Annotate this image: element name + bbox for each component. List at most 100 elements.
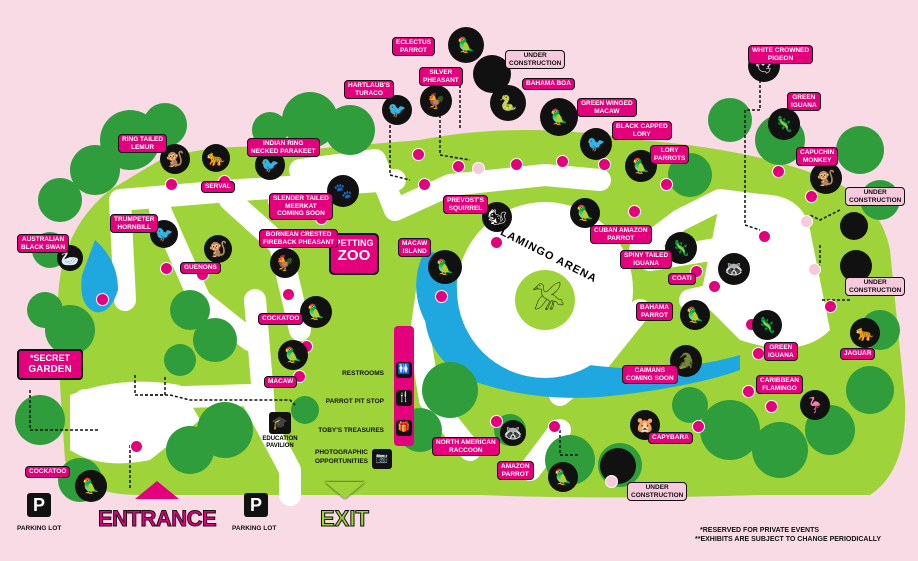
iguana-icon[interactable]: 🦎 (768, 108, 800, 140)
exhibit-marker-dot[interactable] (165, 178, 178, 191)
exhibit-marker-dot[interactable] (452, 160, 465, 173)
exhibit-marker-dot[interactable] (472, 162, 485, 175)
exhibit-marker-dot[interactable] (805, 190, 818, 203)
exhibit-label-silver-pheasant[interactable]: SILVER PHEASANT (419, 67, 463, 86)
exhibit-marker-dot[interactable] (96, 293, 109, 306)
exhibit-label-green-winged-macaw[interactable]: GREEN WINGED MACAW (577, 98, 637, 117)
exhibit-label-bornean-crested-fireback-pheasant[interactable]: BORNEAN CRESTED FIREBACK PHEASANT (259, 229, 339, 248)
exhibit-marker-dot[interactable] (824, 300, 837, 313)
exhibit-marker-dot[interactable] (435, 290, 448, 303)
coati-icon[interactable]: 🦝 (718, 253, 750, 285)
exhibit-label-macaw[interactable]: MACAW (264, 376, 298, 388)
parrot-icon[interactable]: 🦜 (548, 462, 578, 492)
exhibit-marker-dot[interactable] (490, 236, 503, 249)
exhibit-label-jaguar[interactable]: JAGUAR (840, 348, 876, 360)
exhibit-marker-dot[interactable] (758, 230, 771, 243)
pheasant-icon[interactable]: 🐓 (270, 248, 300, 278)
exhibit-label-indian-ring-necked-parakeet[interactable]: INDIAN RING NECKED PARAKEET (247, 138, 320, 157)
cockatoo-icon[interactable]: 🦜 (75, 470, 107, 502)
exhibit-label-under-construction[interactable]: UNDER CONSTRUCTION (845, 187, 906, 206)
exhibit-marker-dot[interactable] (605, 475, 618, 488)
parrot-icon[interactable]: 🦜 (448, 27, 484, 63)
exhibit-label-trumpeter-hornbill[interactable]: TRUMPETER HORNBILL (110, 214, 159, 233)
exhibit-label-capybara[interactable]: CAPYBARA (648, 432, 693, 444)
exhibit-label-slender-tailed-meerkat-coming-soon[interactable]: SLENDER TAILED MEERKAT COMING SOON (269, 193, 333, 220)
exhibit-label-hartlaub-s-turaco[interactable]: HARTLAUB'S TURACO (344, 80, 394, 99)
exhibit-marker-dot[interactable] (548, 420, 561, 433)
exhibit-label-under-construction[interactable]: UNDER CONSTRUCTION (627, 482, 688, 501)
construction-icon[interactable] (840, 212, 868, 240)
monkey-icon[interactable]: 🐒 (810, 162, 842, 194)
exhibit-marker-dot[interactable] (708, 280, 721, 293)
lory-icon[interactable]: 🐦 (580, 128, 612, 160)
exhibit-label-green-iguana[interactable]: GREEN IGUANA (787, 92, 821, 111)
exhibit-marker-dot[interactable] (660, 178, 673, 191)
jaguar-icon[interactable]: 🐆 (850, 318, 880, 348)
exhibit-label-north-american-raccoon[interactable]: NORTH AMERICAN RACCOON (432, 437, 500, 456)
exhibit-label-cockatoo[interactable]: COCKATOO (25, 466, 71, 478)
iguana-icon[interactable]: 🦎 (752, 310, 782, 340)
cockatoo-icon[interactable]: 🦜 (300, 296, 332, 328)
exhibit-label-caribbean-flamingo[interactable]: CARIBBEAN FLAMINGO (756, 375, 803, 394)
exhibit-label-macaw-island[interactable]: MACAW ISLAND (398, 238, 432, 257)
lemur-icon[interactable]: 🐒 (160, 144, 190, 174)
exhibit-marker-dot[interactable] (282, 288, 295, 301)
exhibit-label-cockatoo[interactable]: COCKATOO (258, 313, 304, 325)
entrance-label[interactable]: ENTRANCE (97, 506, 217, 532)
exhibit-label-guenons[interactable]: GUENONS (180, 262, 221, 274)
exhibit-marker-dot[interactable] (692, 420, 705, 433)
exhibit-label-under-construction[interactable]: UNDER CONSTRUCTION (505, 50, 566, 69)
exhibit-label-serval[interactable]: SERVAL (201, 181, 235, 193)
swan-pond (81, 240, 118, 313)
exhibit-marker-dot[interactable] (130, 440, 143, 453)
education-pavilion[interactable]: 🎓 EDUCATION PAVILION (262, 412, 298, 452)
exhibit-label-green-iguana[interactable]: GREEN IGUANA (764, 342, 798, 361)
exhibit-marker-dot[interactable] (510, 158, 523, 171)
exhibit-label-white-crowned-pigeon[interactable]: WHITE CROWNED PIGEON (748, 45, 814, 64)
snake-icon[interactable]: 🐍 (490, 85, 526, 121)
macaw-icon[interactable]: 🦜 (540, 98, 578, 136)
macaw-icon[interactable]: 🦜 (428, 250, 462, 284)
construction-icon[interactable] (840, 250, 872, 282)
exhibit-label-eclectus-parrot[interactable]: ECLECTUS PARROT (392, 37, 436, 56)
exhibit-label-spiny-tailed-iguana[interactable]: SPINY TAILED IGUANA (620, 250, 673, 269)
exhibit-marker-dot[interactable] (598, 158, 611, 171)
exhibit-label-amazon-parrot[interactable]: AMAZON PARROT (497, 461, 534, 480)
exhibit-marker-dot[interactable] (490, 415, 503, 428)
squirrel-icon[interactable]: 🐿 (482, 202, 512, 232)
note-exhibits-change: **EXHIBITS ARE SUBJECT TO CHANGE PERIODI… (695, 536, 882, 543)
exhibit-marker-dot[interactable] (628, 205, 641, 218)
turaco-icon[interactable]: 🐦 (382, 95, 412, 125)
exhibit-marker-dot[interactable] (808, 263, 821, 276)
exhibit-label-cuban-amazon-parrot[interactable]: CUBAN AMAZON PARROT (590, 225, 652, 244)
exhibit-label-caimans-coming-soon[interactable]: CAIMANS COMING SOON (622, 365, 678, 384)
parrot-icon[interactable]: 🦜 (680, 300, 710, 330)
guenon-icon[interactable]: 🐒 (204, 235, 232, 263)
parrot-icon[interactable]: 🦜 (570, 198, 600, 228)
exhibit-label-under-construction[interactable]: UNDER CONSTRUCTION (845, 277, 906, 296)
flamingo-icon[interactable]: 🦩 (800, 390, 830, 420)
exhibit-marker-dot[interactable] (418, 178, 431, 191)
exhibit-label-ring-tailed-lemur[interactable]: RING TAILED LEMUR (118, 134, 168, 153)
serval-icon[interactable]: 🐆 (202, 144, 230, 172)
exhibit-marker-dot[interactable] (160, 262, 173, 275)
pheasant-icon[interactable]: 🐓 (420, 85, 452, 117)
exhibit-label-lory-parrots[interactable]: LORY PARROTS (650, 145, 690, 164)
exhibit-label-prevost-s-squirrel[interactable]: PREVOST'S SQUIRREL (443, 195, 488, 214)
exhibit-label-australian-black-swan[interactable]: AUSTRALIAN BLACK SWAN (17, 234, 70, 253)
exhibit-label-black-capped-lory[interactable]: BLACK CAPPED LORY (612, 121, 672, 140)
petting-zoo-line1: PETTING (334, 238, 374, 248)
macaw-icon[interactable]: 🦜 (278, 340, 308, 370)
exhibit-marker-dot[interactable] (556, 155, 569, 168)
exhibit-marker-dot[interactable] (800, 215, 813, 228)
exhibit-label-capuchin-monkey[interactable]: CAPUCHIN MONKEY (796, 147, 839, 166)
exhibit-marker-dot[interactable] (742, 385, 755, 398)
exhibit-marker-dot[interactable] (772, 165, 785, 178)
exhibit-marker-dot[interactable] (412, 148, 425, 161)
raccoon-icon[interactable]: 🦝 (500, 420, 526, 446)
exhibit-label-coati[interactable]: COATI (668, 273, 696, 285)
exit-label[interactable]: EXIT (320, 506, 370, 532)
exhibit-label-bahama-boa[interactable]: BAHAMA BOA (522, 78, 575, 90)
exhibit-label-bahama-parrot[interactable]: BAHAMA PARROT (636, 302, 673, 321)
exhibit-marker-dot[interactable] (765, 400, 778, 413)
